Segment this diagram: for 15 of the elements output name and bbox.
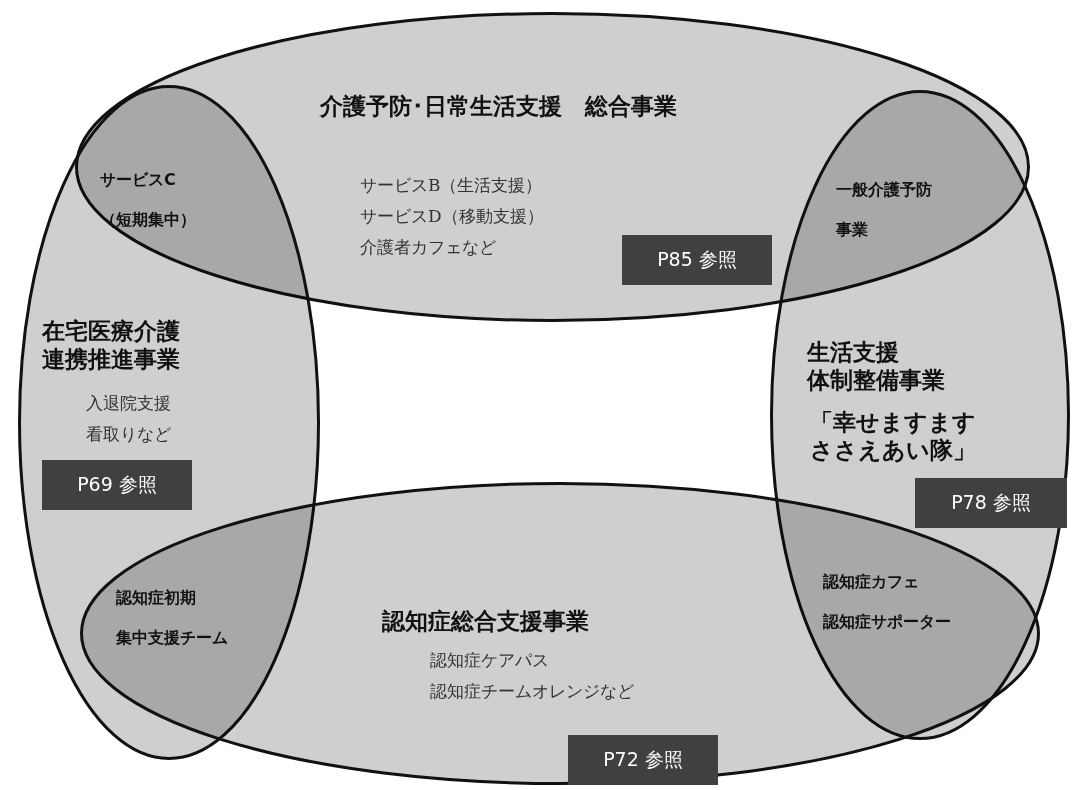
page-reference-label: P72 参照 xyxy=(568,735,718,785)
area-heading: 生活支援体制整備事業 xyxy=(807,338,945,394)
area-heading: 在宅医療介護連携推進事業 xyxy=(42,317,180,373)
item-list: 認知症ケアパス認知症チームオレンジなど xyxy=(430,645,634,707)
area-heading: 介護予防･日常生活支援 総合事業 xyxy=(320,92,677,120)
overlap-label: 認知症初期集中支援チーム xyxy=(116,587,228,649)
item-list: 入退院支援看取りなど xyxy=(86,388,171,450)
overlap-label: 一般介護予防事業 xyxy=(836,179,932,241)
page-reference-label: P69 参照 xyxy=(42,460,192,510)
overlap-label: 認知症カフェ認知症サポーター xyxy=(823,571,951,633)
area-heading: 「幸せますますささえあい隊」 xyxy=(810,408,976,464)
page-reference-label: P78 参照 xyxy=(915,478,1067,528)
item-list: サービスB（生活支援）サービスD（移動支援）介護者カフェなど xyxy=(360,170,544,263)
page-reference-label: P85 参照 xyxy=(622,235,772,285)
area-heading: 認知症総合支援事業 xyxy=(382,607,589,635)
